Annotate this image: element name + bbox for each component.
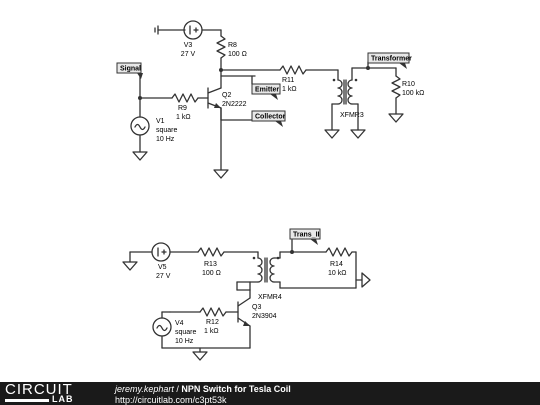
v1-value2: 10 Hz — [156, 136, 175, 143]
resistor-r12[interactable] — [169, 307, 239, 317]
node-transformer — [366, 66, 370, 70]
v3-value: 27 V — [181, 51, 196, 58]
ground-v1 — [132, 151, 148, 161]
r13-name: R13 — [204, 261, 217, 268]
r11-name: R11 — [282, 77, 294, 84]
transistor-q2[interactable] — [207, 87, 222, 121]
v4-name: V4 — [175, 320, 184, 327]
r11-value: 1 kΩ — [282, 86, 297, 93]
r13-value: 100 Ω — [202, 270, 221, 277]
ground-circuit-2 — [192, 351, 208, 361]
ground-q2 — [213, 169, 229, 179]
circuitlab-logo[interactable]: CIRCUIT LAB — [2, 382, 94, 405]
transformer-xfmr3[interactable] — [332, 78, 358, 105]
v1-name: V1 — [156, 118, 165, 125]
r9-name: R9 — [178, 105, 187, 112]
footer-bar: CIRCUIT LAB jeremy.kephart / NPN Switch … — [0, 382, 540, 405]
v3-name: V3 — [184, 42, 193, 49]
flag-trans-ii-label: Trans_II — [293, 232, 320, 239]
source-v5[interactable] — [151, 242, 171, 262]
circuit-1: V3 27 V R8 100 Ω R11 1 kΩ Emitter — [116, 20, 424, 179]
flag-signal-label: Signal — [120, 66, 141, 73]
transistor-q3[interactable] — [237, 289, 251, 349]
source-v4[interactable] — [152, 317, 172, 337]
flag-signal[interactable]: Signal — [116, 62, 143, 79]
q3-name: Q3 — [252, 304, 261, 311]
source-v3[interactable] — [154, 20, 222, 40]
v5-value: 27 V — [156, 273, 171, 280]
v1-value1: square — [156, 127, 178, 134]
r12-value: 1 kΩ — [204, 328, 219, 335]
circuit-url[interactable]: http://circuitlab.com/c3pt53k — [115, 395, 227, 405]
v4-value2: 10 Hz — [175, 338, 194, 345]
r10-name: R10 — [402, 81, 415, 88]
resistor-r9[interactable] — [139, 93, 209, 103]
r10-value: 100 kΩ — [402, 90, 424, 97]
flag-transformer-label: Transformer — [371, 56, 412, 63]
resistor-r11[interactable] — [279, 65, 339, 81]
flag-emitter[interactable]: Emitter — [251, 83, 281, 100]
ground-r14 — [361, 272, 371, 288]
credit-separator: / — [173, 384, 182, 394]
r14-name: R14 — [330, 261, 343, 268]
xfmr3-name: XFMR3 — [340, 112, 364, 119]
source-v1[interactable] — [130, 116, 150, 136]
transformer-xfmr4[interactable] — [252, 256, 280, 283]
author-link[interactable]: jeremy.kephart — [115, 384, 174, 394]
flag-transformer[interactable]: Transformer — [367, 52, 412, 69]
flag-trans-ii[interactable]: Trans_II — [289, 228, 321, 245]
resistor-r10[interactable] — [391, 67, 401, 115]
xfmr4-name: XFMR4 — [258, 294, 282, 301]
ground-v5 — [122, 261, 138, 271]
logo-bottom-text: LAB — [52, 394, 74, 404]
ground-r10 — [388, 113, 404, 123]
r9-value: 1 kΩ — [176, 114, 191, 121]
r12-name: R12 — [206, 319, 219, 326]
resistor-r14[interactable] — [325, 247, 357, 289]
circuit-title: NPN Switch for Tesla Coil — [181, 384, 291, 394]
schematic-canvas: V3 27 V R8 100 Ω R11 1 kΩ Emitter — [116, 20, 424, 361]
r14-value: 10 kΩ — [328, 270, 346, 277]
resistor-r13[interactable] — [169, 247, 259, 259]
flag-collector[interactable]: Collector — [251, 110, 286, 127]
v4-value1: square — [175, 329, 197, 336]
logo-bar — [5, 399, 49, 402]
logo-top-text: CIRCUIT — [5, 381, 73, 398]
resistor-r8[interactable] — [216, 29, 226, 71]
ground-xfmr3-secondary — [350, 129, 366, 139]
flag-collector-label: Collector — [255, 114, 286, 121]
credit-line: jeremy.kephart / NPN Switch for Tesla Co… — [115, 384, 291, 394]
r8-name: R8 — [228, 42, 237, 49]
q3-value: 2N3904 — [252, 313, 277, 320]
flag-emitter-label: Emitter — [255, 87, 279, 94]
r8-value: 100 Ω — [228, 51, 247, 58]
circuit-2: V5 27 V R13 100 Ω XFMR4 — [122, 228, 371, 361]
q2-name: Q2 — [222, 92, 231, 99]
ground-xfmr3 — [324, 129, 340, 139]
v5-name: V5 — [158, 264, 167, 271]
q2-value: 2N2222 — [222, 101, 247, 108]
